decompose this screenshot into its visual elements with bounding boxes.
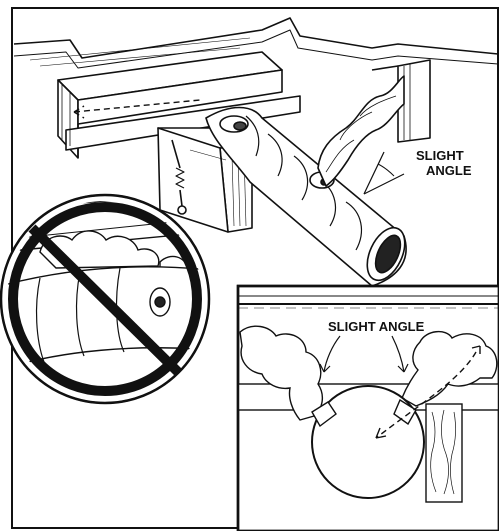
incorrect-example-panel	[0, 193, 211, 405]
angle-indicator	[363, 151, 405, 195]
prohibition-ring-icon	[8, 202, 202, 396]
main-scene	[13, 17, 499, 287]
steel-i-beam-right	[371, 59, 431, 143]
flex-duct	[317, 75, 405, 187]
slight-angle-label-top: SLIGHT	[416, 148, 464, 163]
correct-detail-inset	[236, 284, 499, 531]
slight-angle-label-top-2: ANGLE	[426, 163, 472, 178]
slight-angle-label-inset: SLIGHT ANGLE	[328, 319, 425, 334]
prohibition-slash-icon	[28, 224, 182, 376]
spiral-duct	[205, 106, 407, 287]
roof-deck	[13, 17, 499, 69]
hanger-spring	[171, 139, 187, 215]
